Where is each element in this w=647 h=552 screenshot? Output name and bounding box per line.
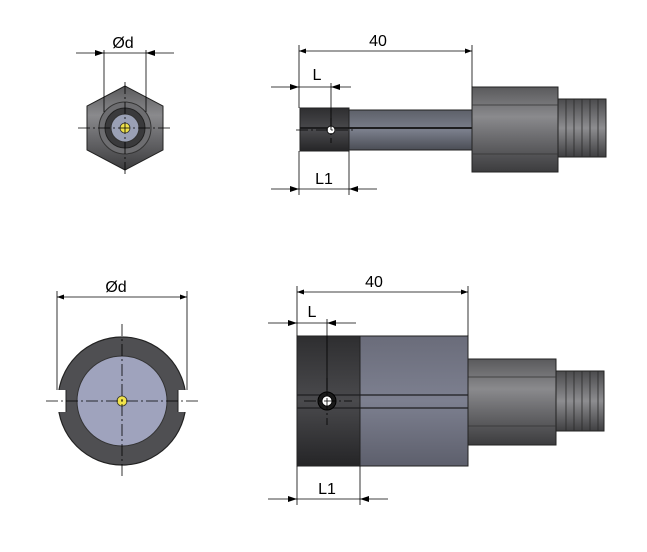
small-dia-arrow-left (95, 50, 104, 56)
large-front-view: Ød (46, 279, 200, 478)
small-l1-label: L1 (315, 171, 333, 188)
large-side-view: 40 L L1 (268, 274, 605, 505)
large-l1-arrow-left (288, 496, 297, 502)
large-l1-arrow-right (360, 496, 369, 502)
large-l1-label: L1 (318, 481, 336, 498)
large-diameter-label: Ød (105, 279, 126, 296)
small-length-label: 40 (369, 33, 387, 50)
small-thread (555, 98, 607, 158)
large-side-hex (467, 358, 557, 446)
small-l-arrow-right (331, 84, 340, 90)
small-sleeve (299, 107, 350, 152)
large-thread (555, 370, 605, 432)
large-body (359, 335, 469, 467)
large-l-arrow-right (327, 320, 336, 326)
large-l-arrow-left (288, 320, 297, 326)
small-front-view: Ød (76, 35, 174, 174)
small-l1-arrow-right (349, 186, 358, 192)
small-shaft (348, 109, 473, 151)
small-side-view: 40 L L1 (271, 33, 607, 195)
small-side-hex (471, 86, 559, 173)
small-thread-ridges (565, 99, 599, 157)
large-l-label: L (308, 304, 317, 321)
small-l1-arrow-left (290, 186, 299, 192)
small-dia-arrow-right (146, 50, 155, 56)
small-l-label: L (313, 67, 322, 84)
small-l-arrow-left (290, 84, 299, 90)
large-length-label: 40 (365, 274, 383, 291)
large-thread-ridges (565, 371, 599, 431)
small-diameter-label: Ød (112, 35, 133, 52)
